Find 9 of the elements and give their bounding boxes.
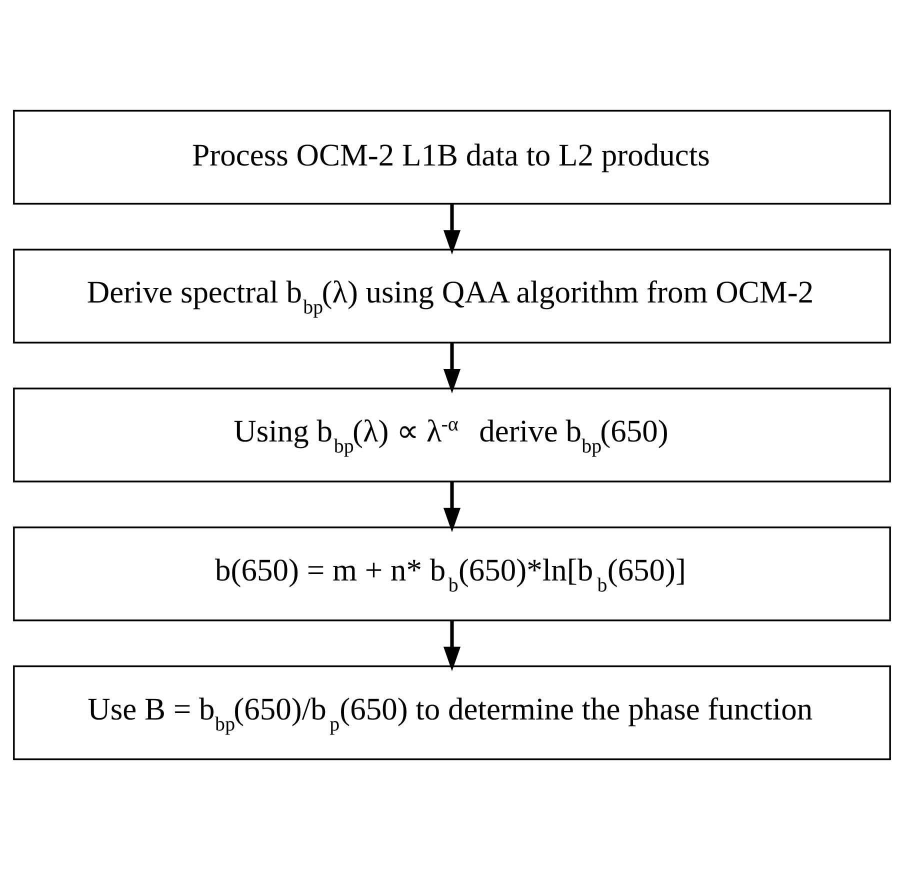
arrow: [443, 204, 461, 255]
node-box: Derive spectral b$_{bp}$(λ) using QAA algorithm from OCM-2: [13, 248, 891, 344]
arrow: [443, 342, 461, 394]
node-box: Use B = b$_{bp}$(650)/b$_{p}$(650) to determine the phase function: [13, 665, 891, 760]
arrow: [443, 482, 461, 532]
arrow: [443, 620, 461, 672]
node-box: Using b$_{bp}$(λ) ∝ λ$^{-α}$ derive b$_{bp}$(650): [13, 388, 891, 482]
node-box: Process OCM-2 L1B data to L2 products: [13, 110, 891, 205]
node-box: b(650) = m + n* b$_{b}$(650)*ln[b$_{b}$(650)]: [13, 526, 891, 622]
